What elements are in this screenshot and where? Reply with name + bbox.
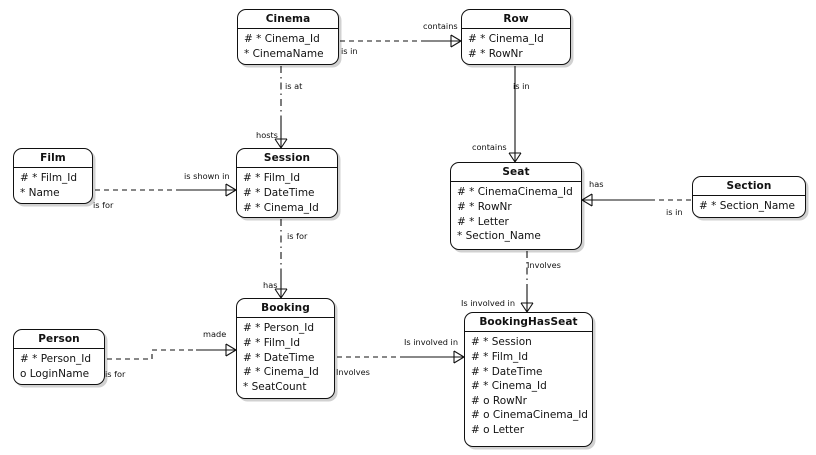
edge-label-is-involved-in-mid: Is involved in (404, 337, 459, 347)
attribute-row: # * Section_Name (699, 200, 795, 213)
attribute-row: # * Letter (457, 215, 509, 228)
edge-label-involves-seat: Involves (527, 260, 561, 270)
entity-title: BookingHasSeat (479, 316, 578, 328)
attribute-row: # * Film_Id (243, 336, 301, 349)
attribute-row: # * CinemaCinema_Id (457, 186, 573, 199)
edge-label-is-in-section: is in (666, 207, 683, 217)
entity-attributes: # * Person_Id o LoginName (14, 349, 104, 385)
entity-row[interactable]: Row # * Cinema_Id # * RowNr (461, 9, 571, 65)
entity-separator (237, 167, 337, 169)
entity-title: Film (40, 152, 66, 164)
attribute-row: # * RowNr (457, 200, 512, 213)
attribute-row: # * Person_Id (243, 322, 315, 335)
entity-booking[interactable]: Booking # * Person_Id # * Film_Id # * Da… (236, 298, 335, 399)
entity-attributes: # * Section_Name (693, 196, 805, 218)
attribute-row: # * Cinema_Id (244, 33, 320, 46)
entity-section[interactable]: Section # * Section_Name (692, 176, 806, 218)
attribute-row: # * Cinema_Id (243, 366, 319, 379)
entity-title: Seat (502, 166, 530, 178)
entity-separator (693, 195, 805, 197)
edge-label-contains-seat: contains (472, 142, 507, 152)
entity-separator (238, 28, 338, 30)
entity-attributes: # * Session # * Film_Id # * DateTime # *… (465, 332, 592, 441)
attribute-row: # o Letter (471, 423, 525, 436)
line-seat-section (581, 193, 692, 207)
entity-title: Booking (261, 302, 310, 314)
attribute-row: # o CinemaCinema_Id (471, 409, 588, 422)
edge-label-has-seat: has (589, 179, 604, 189)
entity-separator (14, 348, 104, 350)
line-person-booking (107, 343, 237, 360)
attribute-row: # * Cinema_Id (471, 380, 547, 393)
attribute-row: # * Person_Id (20, 353, 92, 366)
entity-seat[interactable]: Seat # * CinemaCinema_Id # * RowNr # * L… (450, 162, 582, 250)
edge-label-is-in-cinema: is in (341, 46, 358, 56)
attribute-row: o LoginName (20, 367, 90, 380)
attribute-row: # * Cinema_Id (243, 201, 319, 214)
entity-separator (462, 28, 570, 30)
entity-attributes: # * Film_Id * Name (14, 168, 92, 204)
line-cinema-row (340, 34, 462, 48)
entity-title: Session (263, 152, 311, 164)
entity-attributes: # * Film_Id # * DateTime # * Cinema_Id (237, 168, 337, 219)
line-film-session (95, 183, 237, 197)
attribute-row: * CinemaName (244, 47, 324, 60)
edge-label-is-involved-in-top: Is involved in (461, 298, 516, 308)
edge-label-hosts: hosts (256, 130, 278, 140)
edge-label-is-for-person: is for (105, 369, 126, 379)
attribute-row: # * DateTime (243, 351, 315, 364)
attribute-row: # * Film_Id (243, 172, 301, 185)
entity-separator (465, 331, 592, 333)
entity-title: Section (726, 180, 772, 192)
attribute-row: # * Session (471, 336, 532, 349)
edge-label-contains-row: contains (423, 21, 458, 31)
entity-film[interactable]: Film # * Film_Id * Name (13, 148, 93, 204)
attribute-row: # * DateTime (243, 186, 315, 199)
entity-separator (237, 317, 334, 319)
attribute-row: # * RowNr (468, 47, 523, 60)
edge-label-involves-booking: Involves (336, 367, 370, 377)
edge-label-is-at: is at (285, 81, 303, 91)
entity-bookinghasseat[interactable]: BookingHasSeat # * Session # * Film_Id #… (464, 312, 593, 447)
entity-attributes: # * CinemaCinema_Id # * RowNr # * Letter… (451, 182, 581, 247)
entity-attributes: # * Cinema_Id * CinemaName (238, 29, 338, 65)
entity-title: Person (38, 333, 80, 345)
attribute-row: * Section_Name (457, 230, 541, 243)
edge-label-has-booking: has (263, 280, 278, 290)
edge-label-made: made (203, 329, 227, 339)
edge-label-is-for-film: is for (93, 200, 114, 210)
entity-person[interactable]: Person # * Person_Id o LoginName (13, 329, 105, 385)
entity-title: Cinema (265, 13, 311, 25)
attribute-row: * Name (20, 186, 60, 199)
entity-separator (451, 181, 581, 183)
entity-attributes: # * Cinema_Id # * RowNr (462, 29, 570, 65)
line-booking-bookinghasseat (337, 350, 465, 364)
entity-session[interactable]: Session # * Film_Id # * DateTime # * Cin… (236, 148, 338, 218)
attribute-row: # * DateTime (471, 365, 543, 378)
attribute-row: # o RowNr (471, 394, 527, 407)
attribute-row: # * Film_Id (20, 172, 78, 185)
entity-title: Row (503, 13, 529, 25)
edge-label-is-for-session: is for (287, 231, 308, 241)
attribute-row: # * Film_Id (471, 350, 529, 363)
edge-label-is-shown-in: is shown in (184, 171, 230, 181)
entity-cinema[interactable]: Cinema # * Cinema_Id * CinemaName (237, 9, 339, 65)
attribute-row: # * Cinema_Id (468, 33, 544, 46)
attribute-row: * SeatCount (243, 380, 307, 393)
entity-separator (14, 167, 92, 169)
edge-label-is-in-row: is in (513, 81, 530, 91)
entity-attributes: # * Person_Id # * Film_Id # * DateTime #… (237, 318, 334, 398)
